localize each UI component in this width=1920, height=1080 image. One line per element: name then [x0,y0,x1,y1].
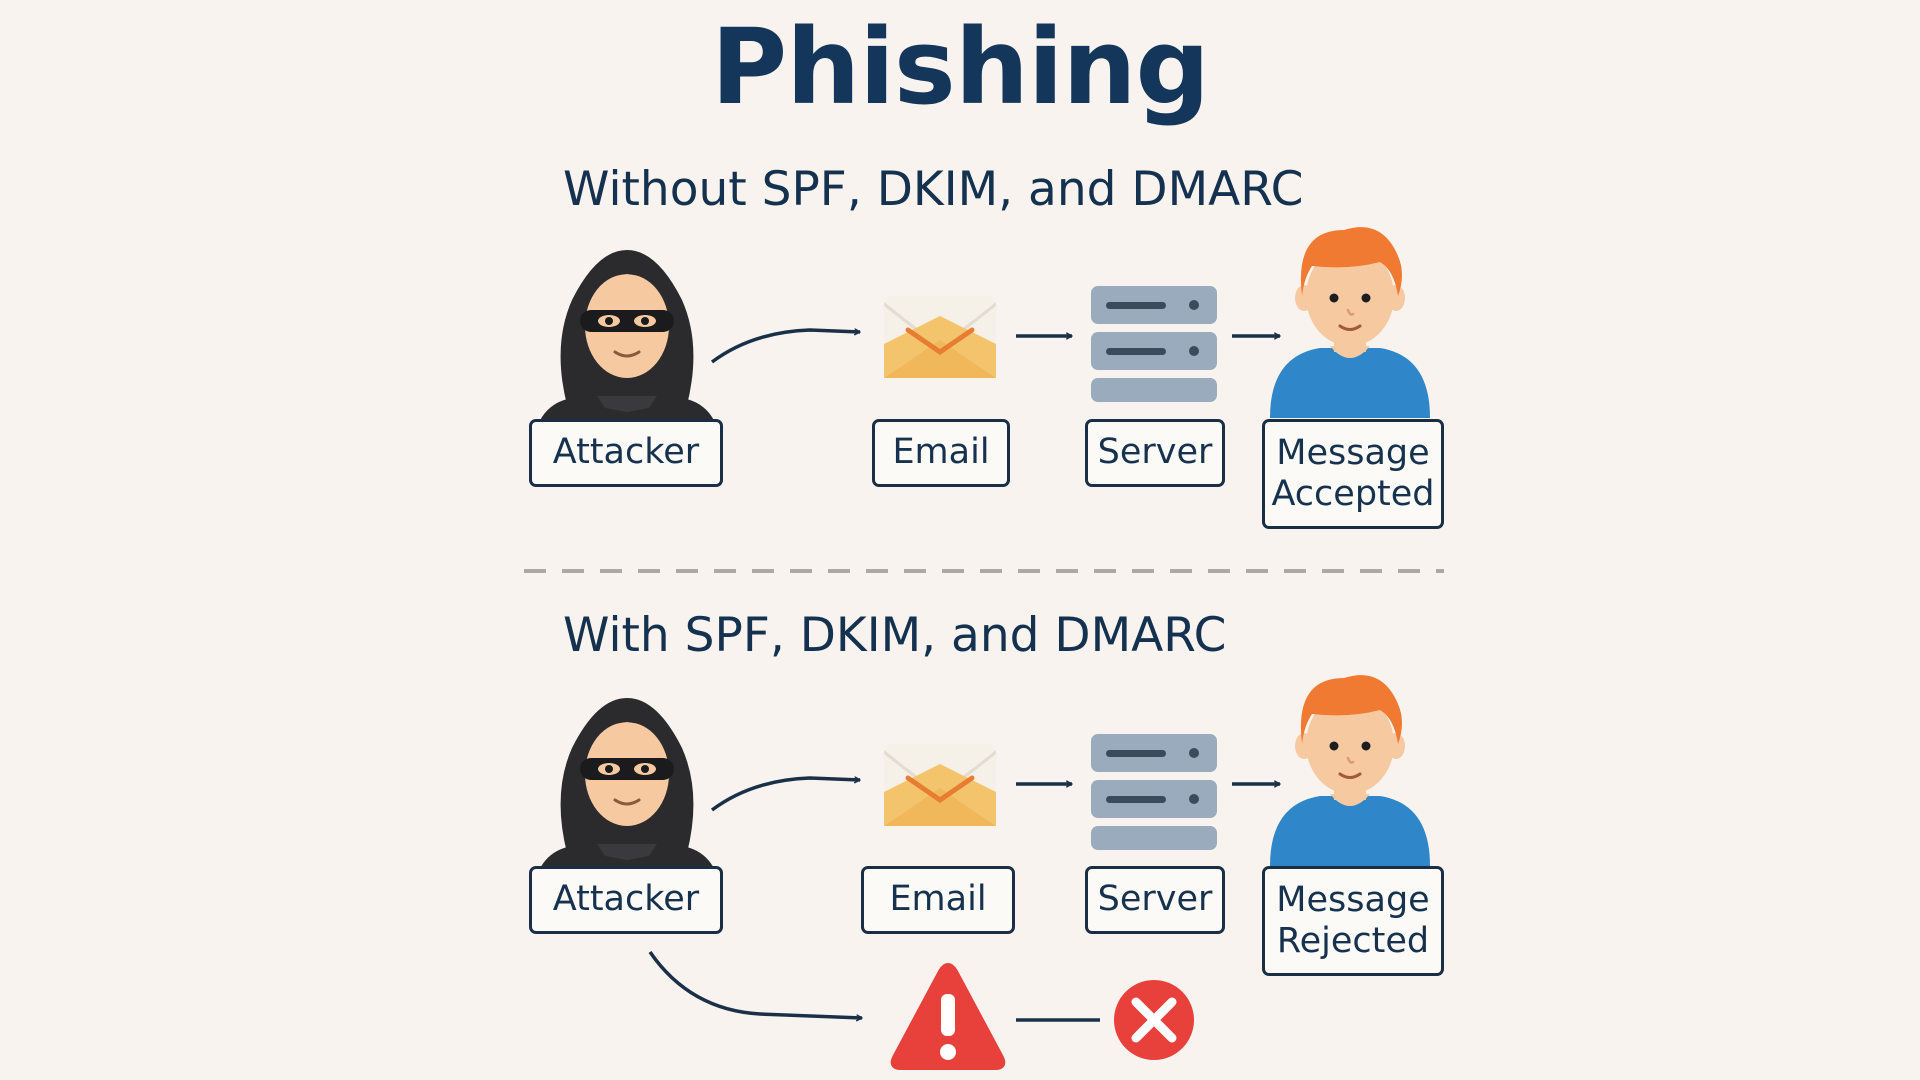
email-label: Email [872,419,1010,487]
red-x-circle-icon [1114,980,1194,1060]
user-avatar-icon [1268,225,1432,420]
email-label: Email [861,866,1015,934]
section1-graphics [530,225,1432,462]
envelope-icon [884,296,996,378]
arrow-attacker-to-warning [648,951,862,1018]
server-label: Server [1085,419,1225,487]
envelope-icon [884,744,996,826]
section-heading-with: With SPF, DKIM, and DMARC [563,608,1227,663]
server-rack-icon [1091,734,1217,850]
arrow-attacker-to-email [710,328,860,364]
warning-triangle-icon [890,963,1006,1070]
message-rejected-label: Message Rejected [1262,866,1444,976]
message-accepted-label: Message Accepted [1262,419,1444,529]
attacker-label: Attacker [529,419,723,487]
server-label: Server [1085,866,1225,934]
server-rack-icon [1091,286,1217,402]
attacker-label: Attacker [529,866,723,934]
page-title: Phishing [711,6,1210,128]
user-avatar-icon [1268,673,1432,868]
section2-graphics [530,673,1432,1070]
section-heading-without: Without SPF, DKIM, and DMARC [563,162,1304,217]
arrow-attacker-to-email [710,776,860,812]
